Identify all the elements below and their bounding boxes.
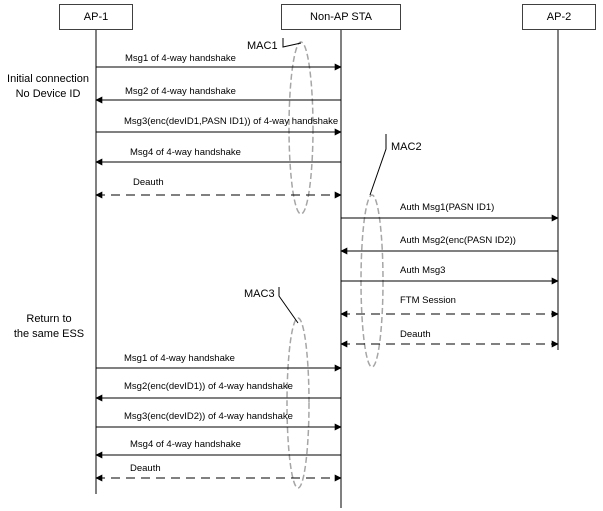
ap2-label: AP-2 <box>546 11 572 23</box>
message-label-5: Deauth <box>133 177 164 188</box>
mac2-label: MAC2 <box>391 141 422 153</box>
message-label-13: Msg3(enc(devID2)) of 4-way handshake <box>124 411 293 422</box>
return-to-ess-label: Return to the same ESS <box>8 312 90 342</box>
message-label-9: FTM Session <box>400 295 456 306</box>
initial-connection-label: Initial connection No Device ID <box>2 72 94 102</box>
ap1-label: AP-1 <box>83 11 109 23</box>
mac1-ellipse <box>288 41 314 215</box>
return-to-ess-line-2: the same ESS <box>13 328 85 340</box>
ap2-box: AP-2 <box>522 4 596 30</box>
initial-connection-line-2: No Device ID <box>15 88 81 100</box>
message-label-11: Msg1 of 4-way handshake <box>124 353 235 364</box>
message-label-8: Auth Msg3 <box>400 265 445 276</box>
message-label-7: Auth Msg2(enc(PASN ID2)) <box>400 235 516 246</box>
mac3-callout <box>278 287 299 324</box>
message-label-6: Auth Msg1(PASN ID1) <box>400 202 494 213</box>
message-label-1: Msg1 of 4-way handshake <box>125 53 236 64</box>
message-label-3: Msg3(enc(devID1,PASN ID1)) of 4-way hand… <box>124 116 338 127</box>
mac3-label: MAC3 <box>244 288 275 300</box>
message-label-4: Msg4 of 4-way handshake <box>130 147 241 158</box>
initial-connection-line-1: Initial connection <box>7 73 89 85</box>
return-to-ess-line-1: Return to <box>26 313 72 325</box>
message-label-12: Msg2(enc(devID1)) of 4-way handshake <box>124 381 293 392</box>
message-label-15: Deauth <box>130 463 161 474</box>
message-label-10: Deauth <box>400 329 431 340</box>
mac1-label: MAC1 <box>247 40 278 52</box>
message-label-2: Msg2 of 4-way handshake <box>125 86 236 97</box>
mac2-callout <box>369 134 387 196</box>
ap1-box: AP-1 <box>59 4 133 30</box>
sta-box: Non-AP STA <box>281 4 401 30</box>
sta-label: Non-AP STA <box>310 11 372 23</box>
mac1-callout <box>282 38 302 48</box>
mac3-ellipse <box>286 317 310 489</box>
message-label-14: Msg4 of 4-way handshake <box>130 439 241 450</box>
